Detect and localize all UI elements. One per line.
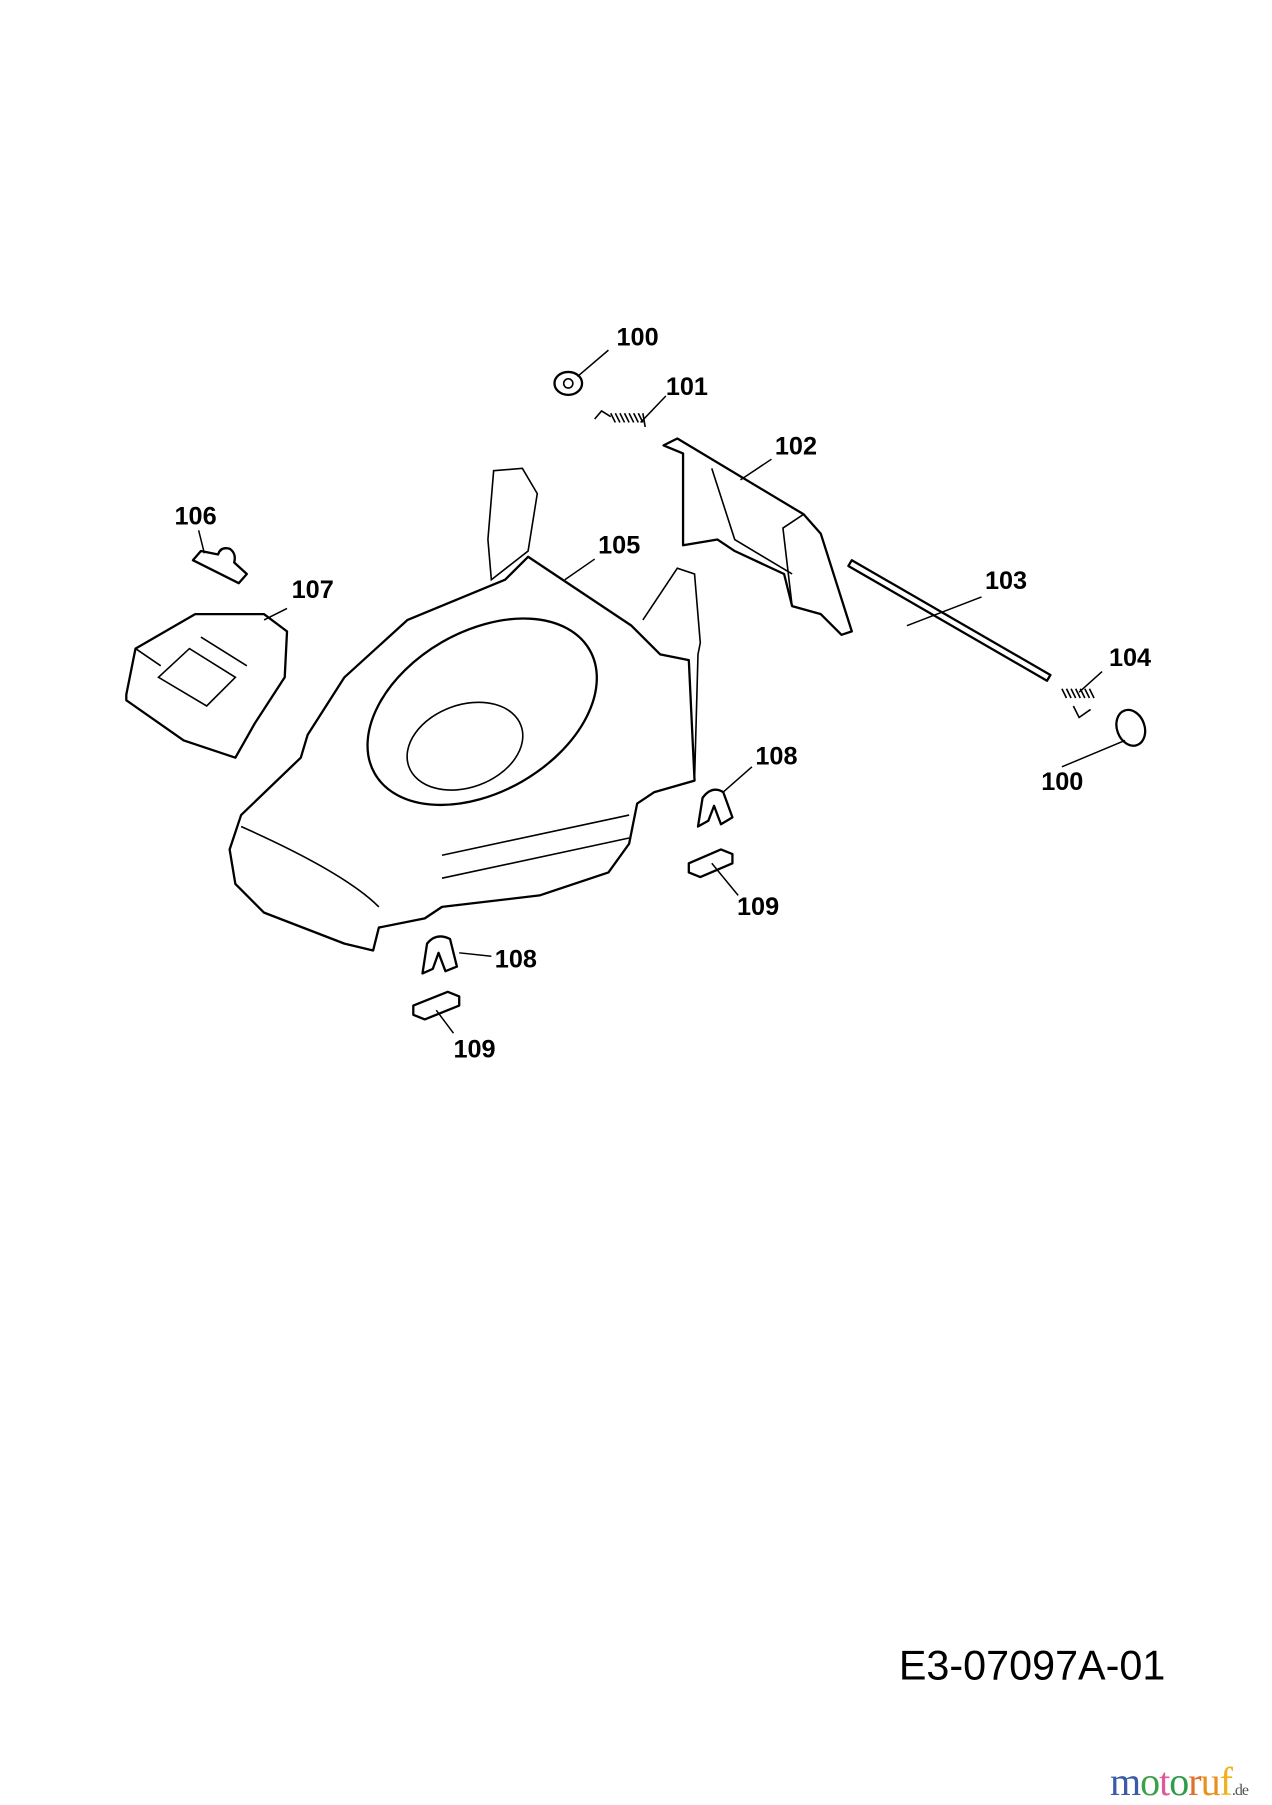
label-100-top: 100 xyxy=(616,324,658,352)
leader-line xyxy=(197,349,1126,1034)
label-108-left: 108 xyxy=(495,946,537,974)
cover-part-107 xyxy=(125,613,289,759)
label-109-right: 109 xyxy=(737,893,779,921)
spring-part-104 xyxy=(1061,688,1095,719)
label-106: 106 xyxy=(175,503,217,531)
label-109-left: 109 xyxy=(453,1035,495,1063)
label-100-right: 100 xyxy=(1041,768,1083,796)
bracket-part-108-right xyxy=(696,788,734,828)
drawing-code: E3-07097A-01 xyxy=(899,1642,1165,1688)
insert-part-109-left xyxy=(412,990,461,1021)
bracket-part-108-left xyxy=(421,935,459,975)
rod-part-103 xyxy=(847,559,1052,682)
label-103: 103 xyxy=(985,567,1027,595)
flap-part-102 xyxy=(662,437,853,636)
label-107: 107 xyxy=(292,576,334,604)
washer-part-100 xyxy=(553,370,584,397)
spring-part-101 xyxy=(594,409,646,428)
watermark-logo: motoruf.de xyxy=(1110,1759,1249,1804)
insert-part-109-right xyxy=(687,848,734,879)
deck-part-105 xyxy=(228,467,702,952)
label-105: 105 xyxy=(598,531,640,559)
label-108-right: 108 xyxy=(755,743,797,771)
cap-part-100 xyxy=(1115,708,1147,747)
label-101: 101 xyxy=(666,373,708,401)
label-102: 102 xyxy=(775,433,817,461)
clip-part-106 xyxy=(191,547,248,585)
label-104: 104 xyxy=(1109,644,1151,672)
